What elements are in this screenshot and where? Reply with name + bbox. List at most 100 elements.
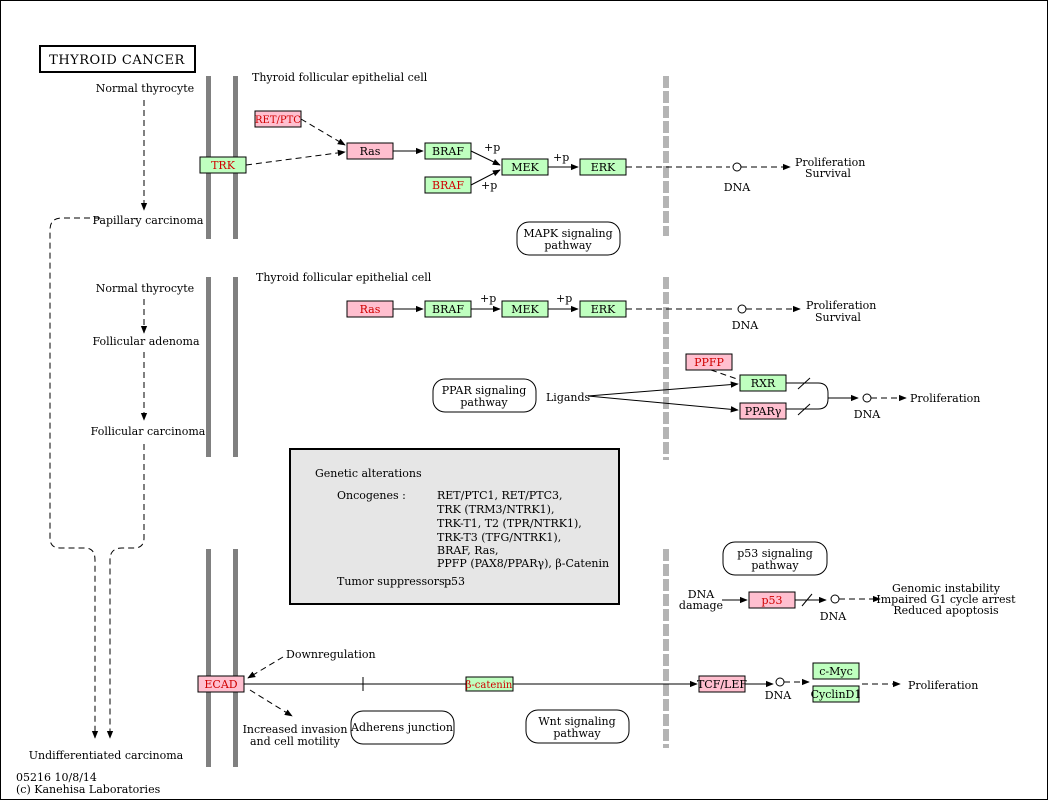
- pathway-p53-label: pathway: [751, 559, 799, 572]
- pathway-adherens-label: Adherens junction: [350, 721, 453, 734]
- phosphorylation-label: +p: [484, 141, 500, 154]
- relation-arrow: [470, 150, 501, 166]
- map-id-date: 05216 10/8/14: [16, 771, 97, 784]
- suppressors-value: p53: [444, 575, 465, 588]
- dna-label: DNA: [724, 181, 751, 194]
- phosphorylation-label: +p: [556, 292, 572, 305]
- gene-c-myc-label: c-Myc: [819, 665, 853, 678]
- oncogene-line: RET/PTC1, RET/PTC3,: [437, 489, 563, 502]
- gene-erk-label: ERK: [591, 161, 616, 174]
- dna-label: DNA: [854, 408, 881, 421]
- outcome-invasion: Increased invasion: [243, 723, 348, 736]
- gene-ecad-label: ECAD: [204, 678, 237, 691]
- gene-braf-mutant-label: BRAF: [432, 179, 464, 192]
- outcome-proliferation: Proliferation: [910, 392, 980, 405]
- pathway-mapk-label: MAPK signaling: [523, 227, 612, 240]
- gene-beta-catenin-label: β-catenin: [466, 680, 513, 691]
- gene-ras-label: Ras: [360, 303, 381, 316]
- gene-ppfp[interactable]: [685, 353, 733, 371]
- downregulation-label: Downregulation: [286, 648, 376, 661]
- genetic-alterations-box: [289, 448, 620, 605]
- oncogenes-label: Oncogenes :: [337, 489, 406, 502]
- pathway-adherens-junction[interactable]: [350, 710, 455, 745]
- oncogene-line: BRAF, Ras,: [437, 544, 498, 557]
- gene-tcf-lef-label: TCF/LEF: [697, 678, 747, 691]
- complex-mark: [797, 403, 811, 416]
- pathway-p53[interactable]: [722, 541, 828, 576]
- dna-node: [775, 677, 785, 687]
- stage-follicular-carcinoma: Follicular carcinoma: [91, 425, 206, 438]
- gene-ppfp-label: PPFP: [694, 356, 724, 369]
- genetic-heading: Genetic alterations: [315, 467, 422, 480]
- dna-label: DNA: [732, 319, 759, 332]
- pathway-ppar-label: pathway: [460, 396, 508, 409]
- stage-undifferentiated-carcinoma: Undifferentiated carcinoma: [29, 749, 184, 762]
- relation-line: [710, 369, 741, 381]
- dna-node: [737, 304, 747, 314]
- gene-mek-label: MEK: [511, 161, 539, 174]
- pathway-wnt-label: Wnt signaling: [538, 715, 615, 728]
- dna-damage-label: DNA: [688, 588, 715, 601]
- stage-follicular-adenoma: Follicular adenoma: [92, 335, 200, 348]
- gene-retptc-label: RET/PTC: [255, 115, 301, 126]
- dna-damage-label: damage: [679, 599, 723, 612]
- gene-rxr-label: RXR: [751, 377, 776, 390]
- dna-label: DNA: [765, 689, 792, 702]
- pathway-wnt[interactable]: [525, 709, 630, 744]
- stage-papillary-carcinoma: Papillary carcinoma: [93, 214, 204, 227]
- pathway-ppar-label: PPAR signaling: [442, 384, 527, 397]
- membrane-bar: [206, 277, 211, 457]
- pathway-mapk[interactable]: [516, 221, 621, 256]
- dna-label: DNA: [820, 610, 847, 623]
- gene-braf-label: BRAF: [432, 303, 464, 316]
- complex-bracket: [786, 382, 829, 410]
- gene-pparg[interactable]: [739, 402, 787, 420]
- dna-node: [862, 393, 872, 403]
- relation-arrow: [587, 381, 739, 397]
- phosphorylation-label: +p: [553, 151, 569, 164]
- outcome-proliferation: Proliferation: [795, 156, 865, 169]
- oncogene-line: TRK-T1, T2 (TPR/NTRK1),: [437, 517, 582, 530]
- pathway-mapk-label: pathway: [544, 239, 592, 252]
- outcome-apoptosis: Reduced apoptosis: [893, 604, 999, 617]
- cell-label: Thyroid follicular epithelial cell: [256, 271, 432, 284]
- outcome-genomic-instability: Genomic instability: [892, 582, 1001, 595]
- oncogene-line: TRK-T3 (TFG/NTRK1),: [437, 531, 561, 544]
- gene-cyclind1-label: CyclinD1: [811, 688, 862, 701]
- outcome-proliferation: Proliferation: [806, 299, 876, 312]
- outcome-motility: and cell motility: [250, 735, 341, 748]
- membrane-bar: [206, 549, 211, 767]
- phosphorylation-label: +p: [480, 292, 496, 305]
- gene-c-myc[interactable]: [812, 662, 860, 680]
- gene-braf-label: BRAF: [432, 145, 464, 158]
- gene-cyclind1[interactable]: [812, 685, 860, 703]
- gene-ras-label: Ras: [360, 145, 381, 158]
- pathway-ppar[interactable]: [432, 378, 537, 413]
- gene-mek-label: MEK: [511, 303, 539, 316]
- stage-normal-thyrocyte: Normal thyrocyte: [96, 82, 194, 95]
- membrane-bar: [233, 549, 238, 767]
- progression-path: [106, 444, 145, 739]
- outcome-survival: Survival: [805, 167, 851, 180]
- oncogene-line: TRK (TRM3/NTRK1),: [437, 503, 554, 516]
- suppressors-label: Tumor suppressors :: [337, 575, 452, 588]
- copyright: (c) Kanehisa Laboratories: [16, 783, 161, 796]
- dna-node: [830, 594, 840, 604]
- complex-mark: [797, 377, 811, 390]
- map-title: THYROID CANCER: [49, 53, 185, 68]
- relation-arrow: [300, 118, 346, 146]
- pathway-wnt-label: pathway: [553, 727, 601, 740]
- membrane-bar: [233, 277, 238, 457]
- oncogene-line: PPFP (PAX8/PPARγ), β-Catenin: [437, 557, 609, 570]
- pathway-p53-label: p53 signaling: [737, 547, 813, 560]
- stage-normal-thyrocyte: Normal thyrocyte: [96, 282, 194, 295]
- inhibition-mark: [801, 593, 813, 607]
- relation-arrow: [247, 656, 284, 679]
- relation-arrow: [245, 149, 346, 166]
- outcome-proliferation: Proliferation: [908, 679, 978, 692]
- dna-node: [732, 162, 742, 172]
- ligands-label: Ligands: [546, 391, 591, 404]
- cell-label: Thyroid follicular epithelial cell: [252, 71, 428, 84]
- gene-pparg-label: PPARγ: [745, 405, 782, 418]
